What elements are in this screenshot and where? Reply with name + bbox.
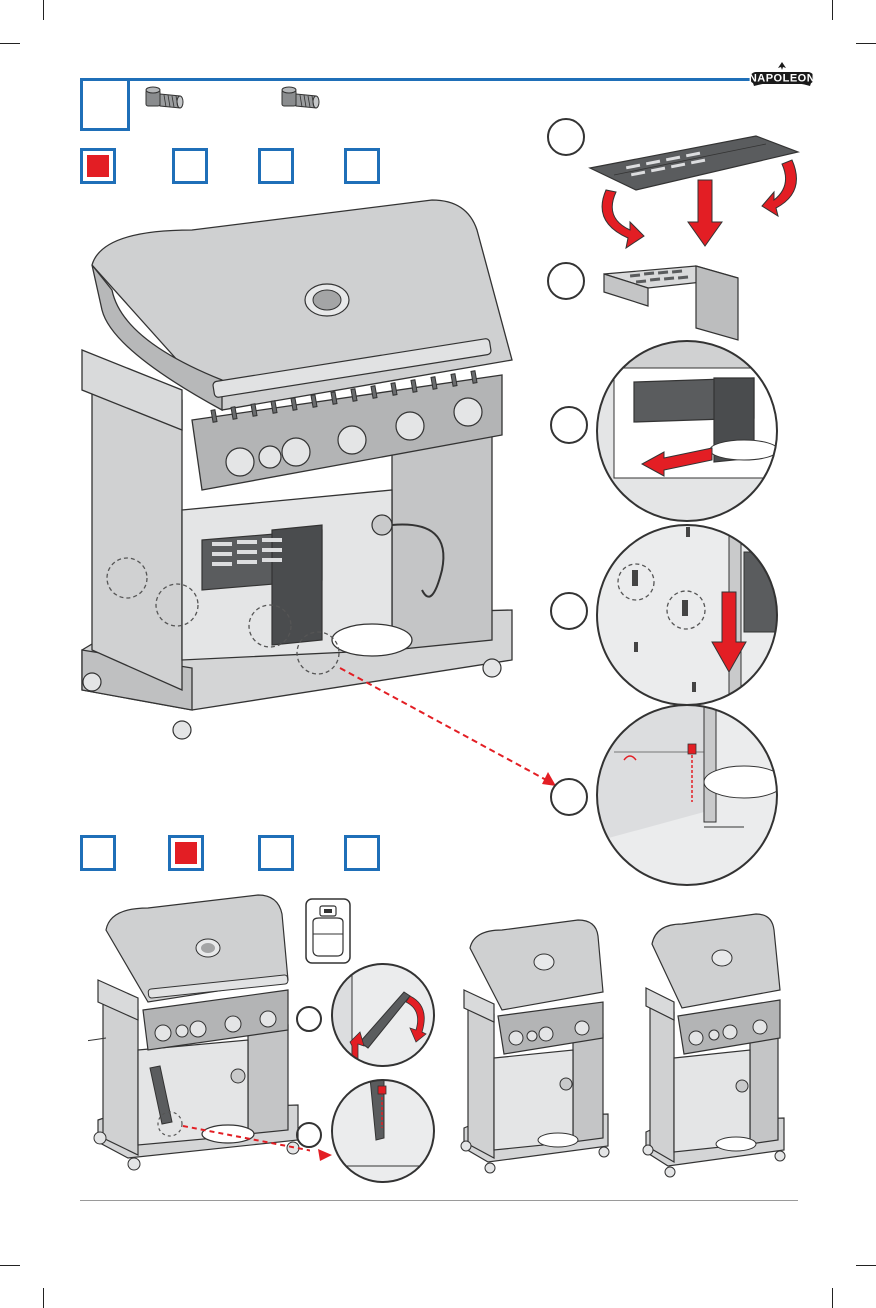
detail-circle-strut bbox=[330, 962, 436, 1068]
bolt-icon bbox=[142, 86, 184, 120]
step-number-box bbox=[80, 81, 130, 131]
sub-step-circle bbox=[547, 262, 585, 300]
sub-step-circle bbox=[550, 406, 588, 444]
shelf-fold-illustration bbox=[586, 130, 806, 255]
sub-step-circle bbox=[547, 118, 585, 156]
header-rule bbox=[80, 78, 760, 81]
detail-circle-slide bbox=[594, 338, 780, 524]
selector-box-3[interactable] bbox=[258, 835, 294, 871]
crop-mark bbox=[832, 1288, 833, 1308]
leader-arrow bbox=[330, 660, 570, 790]
crop-mark bbox=[43, 0, 44, 20]
crop-mark bbox=[43, 1288, 44, 1308]
crop-mark bbox=[856, 1265, 876, 1266]
selector-box-4[interactable] bbox=[344, 835, 380, 871]
detail-circle-strut-screw bbox=[330, 1078, 436, 1184]
detail-circle-screw bbox=[594, 702, 780, 888]
detail-circle-drop bbox=[594, 522, 780, 708]
selector-box-1[interactable] bbox=[80, 835, 116, 871]
grill-small-illustration bbox=[458, 918, 618, 1176]
selector-box-3[interactable] bbox=[258, 148, 294, 184]
selector-box-4[interactable] bbox=[344, 148, 380, 184]
grill-small-illustration bbox=[88, 890, 310, 1180]
bolt-icon bbox=[278, 86, 320, 120]
crop-mark bbox=[832, 0, 833, 20]
crop-mark bbox=[856, 43, 876, 44]
sub-step-circle bbox=[296, 1122, 322, 1148]
sub-step-circle bbox=[296, 1006, 322, 1032]
selector-box-2-active[interactable] bbox=[168, 835, 204, 871]
crop-mark bbox=[0, 43, 20, 44]
crop-mark bbox=[0, 1265, 20, 1266]
selector-box-1-active[interactable] bbox=[80, 148, 116, 184]
propane-tank-icon bbox=[305, 898, 351, 964]
footer-rule bbox=[80, 1200, 798, 1201]
grill-small-illustration bbox=[640, 912, 792, 1178]
sub-step-circle bbox=[550, 778, 588, 816]
napoleon-logo: NAPOLEON bbox=[748, 60, 816, 90]
sub-step-circle bbox=[550, 592, 588, 630]
shelf-folded-illustration bbox=[600, 264, 745, 344]
selector-box-2[interactable] bbox=[172, 148, 208, 184]
logo-text: NAPOLEON bbox=[749, 73, 815, 85]
